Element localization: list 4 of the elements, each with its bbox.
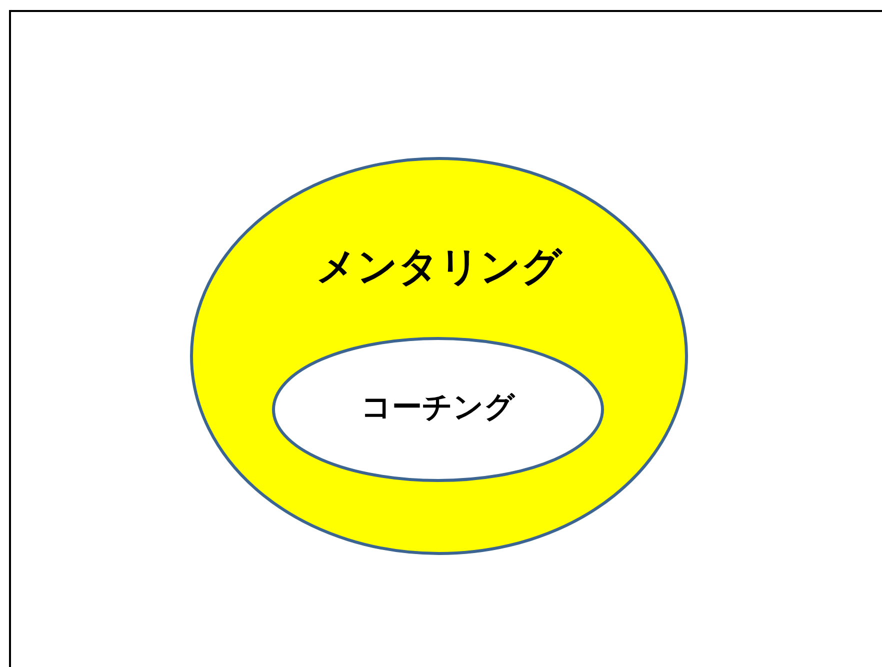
ellipse-node bbox=[190, 157, 688, 555]
ellipse-node bbox=[272, 337, 604, 482]
node-label: メンタリング bbox=[315, 243, 564, 292]
node-label: コーチング bbox=[360, 389, 516, 427]
